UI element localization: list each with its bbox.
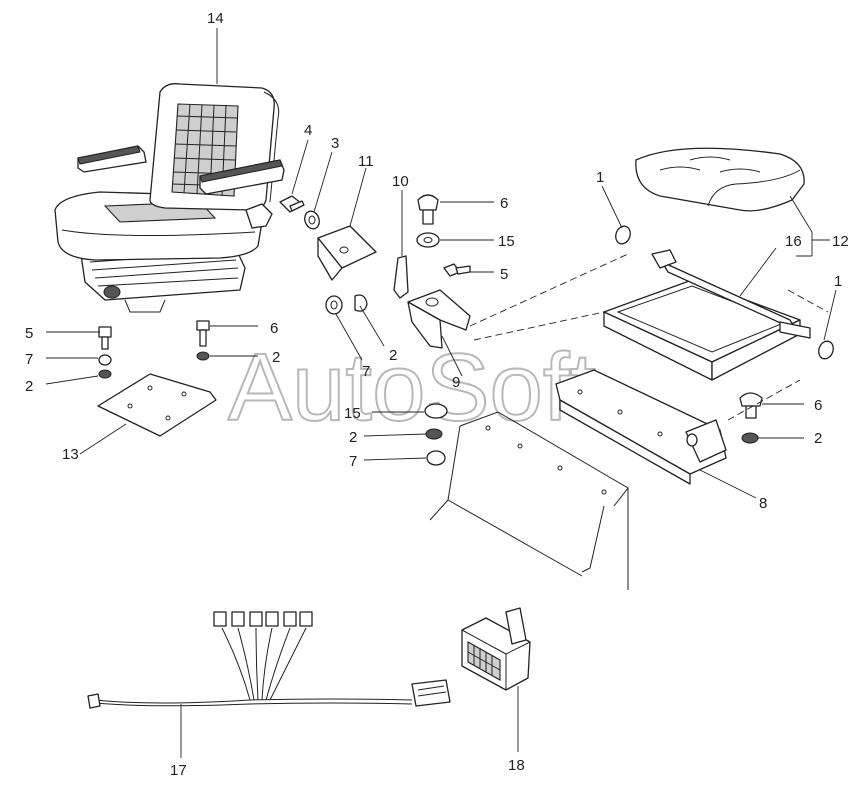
bracket-11 — [317, 225, 377, 281]
seat-cushion-12 — [635, 147, 805, 212]
callout-8: 8 — [759, 495, 767, 512]
callout-6-left: 6 — [270, 320, 278, 337]
callout-17: 17 — [170, 762, 187, 779]
washer-7-mid — [325, 295, 343, 315]
washer-2-left-b — [196, 351, 210, 361]
callout-7-mid: 7 — [362, 363, 370, 380]
callout-15-low: 15 — [344, 405, 361, 422]
cab-panel — [429, 411, 629, 590]
callout-12: 12 — [832, 233, 849, 250]
rail-8 — [555, 369, 727, 485]
ring-1-right — [818, 340, 834, 360]
bolt-6-left — [196, 320, 210, 347]
washer-15-top — [416, 232, 440, 248]
callout-2-right: 2 — [814, 430, 822, 447]
bolt-6-right — [739, 392, 763, 419]
callout-2-low: 2 — [349, 429, 357, 446]
callout-11: 11 — [358, 153, 374, 170]
seat-assembly — [54, 83, 285, 313]
callout-6-right: 6 — [814, 397, 822, 414]
callout-labels: 14 4 3 11 10 6 15 5 1 16 12 1 5 6 7 2 2 … — [25, 10, 849, 779]
plate-13 — [97, 373, 217, 437]
relay-block-18 — [461, 607, 531, 691]
callout-18: 18 — [508, 757, 525, 774]
callout-14: 14 — [207, 10, 224, 27]
bolt-6-top — [417, 194, 439, 225]
callout-3: 3 — [331, 135, 339, 152]
split-washer-2-low — [425, 428, 443, 440]
bolt-5-left — [98, 326, 112, 350]
callout-2-left-b: 2 — [272, 349, 280, 366]
callout-13: 13 — [62, 446, 79, 463]
callout-7-left: 7 — [25, 351, 33, 368]
bolt-4 — [279, 195, 305, 213]
washer-3 — [304, 210, 320, 230]
callout-15-top: 15 — [498, 233, 515, 250]
split-washer-2-mid — [354, 294, 368, 312]
callout-2-left: 2 — [25, 378, 33, 395]
callout-5-mid: 5 — [500, 266, 508, 283]
callout-4: 4 — [304, 122, 312, 139]
watermark-text: AutoSoft — [228, 334, 596, 441]
bracket-9 — [407, 289, 471, 349]
wiring-harness-17 — [87, 611, 451, 709]
callout-16: 16 — [785, 233, 802, 250]
leader-lines — [45, 28, 837, 758]
callout-1-right: 1 — [834, 273, 842, 290]
washer-15-low — [424, 403, 448, 419]
split-washer-2-right — [741, 432, 759, 444]
strap-10 — [393, 255, 409, 299]
bolt-5-mid — [443, 263, 471, 277]
ring-1-top — [615, 225, 631, 245]
washer-2-left — [98, 369, 112, 379]
nut-7-low — [426, 450, 446, 466]
seat-frame-16 — [603, 249, 811, 381]
callout-2-mid: 2 — [389, 347, 397, 364]
callout-9: 9 — [452, 374, 460, 391]
callout-7-low: 7 — [349, 453, 357, 470]
callout-10: 10 — [392, 173, 409, 190]
callout-5-left: 5 — [25, 325, 33, 342]
callout-1-top: 1 — [596, 169, 604, 186]
nut-7-left — [98, 354, 112, 366]
callout-6-top: 6 — [500, 195, 508, 212]
